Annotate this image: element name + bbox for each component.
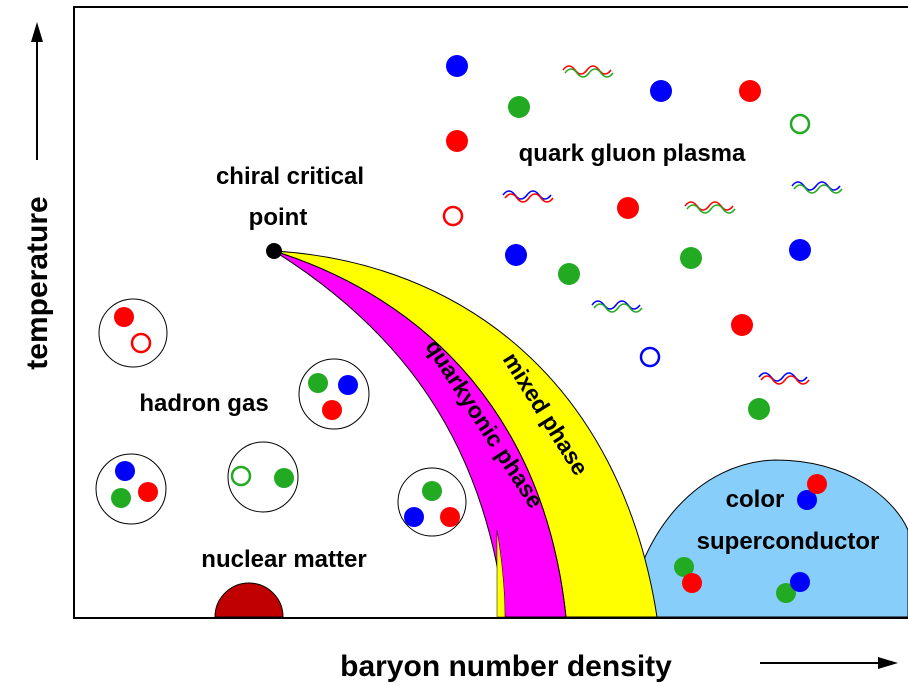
chiral-critical-point-label-1: chiral critical — [216, 163, 364, 190]
nuclear-matter-disc — [214, 582, 284, 618]
gluons — [502, 65, 843, 385]
hadron-gas-label: hadron gas — [139, 390, 268, 417]
free-quarks — [442, 55, 811, 420]
hadron-meson-2 — [227, 441, 299, 513]
x-axis-arrow — [760, 657, 898, 669]
y-axis-label: temperature — [21, 196, 54, 369]
chiral-critical-point-label-2: point — [249, 204, 308, 231]
color-superconductor-label-2: superconductor — [697, 528, 880, 555]
chiral-critical-point-marker — [266, 243, 282, 259]
nuclear-matter-label: nuclear matter — [201, 546, 366, 573]
hadron-baryon-2 — [95, 453, 167, 525]
hadron-meson-1 — [98, 298, 168, 368]
x-axis-label: baryon number density — [340, 650, 672, 683]
hadron-baryon-1 — [298, 358, 370, 430]
hadron-baryon-3 — [397, 467, 467, 537]
color-superconductor-label-1: color — [726, 486, 785, 513]
left-sliver — [496, 529, 506, 618]
y-axis-arrow — [31, 22, 43, 160]
quark-gluon-plasma-label: quark gluon plasma — [519, 140, 746, 167]
quarkyonic-phase-band — [273, 250, 567, 618]
cooper-pairs — [674, 474, 827, 603]
